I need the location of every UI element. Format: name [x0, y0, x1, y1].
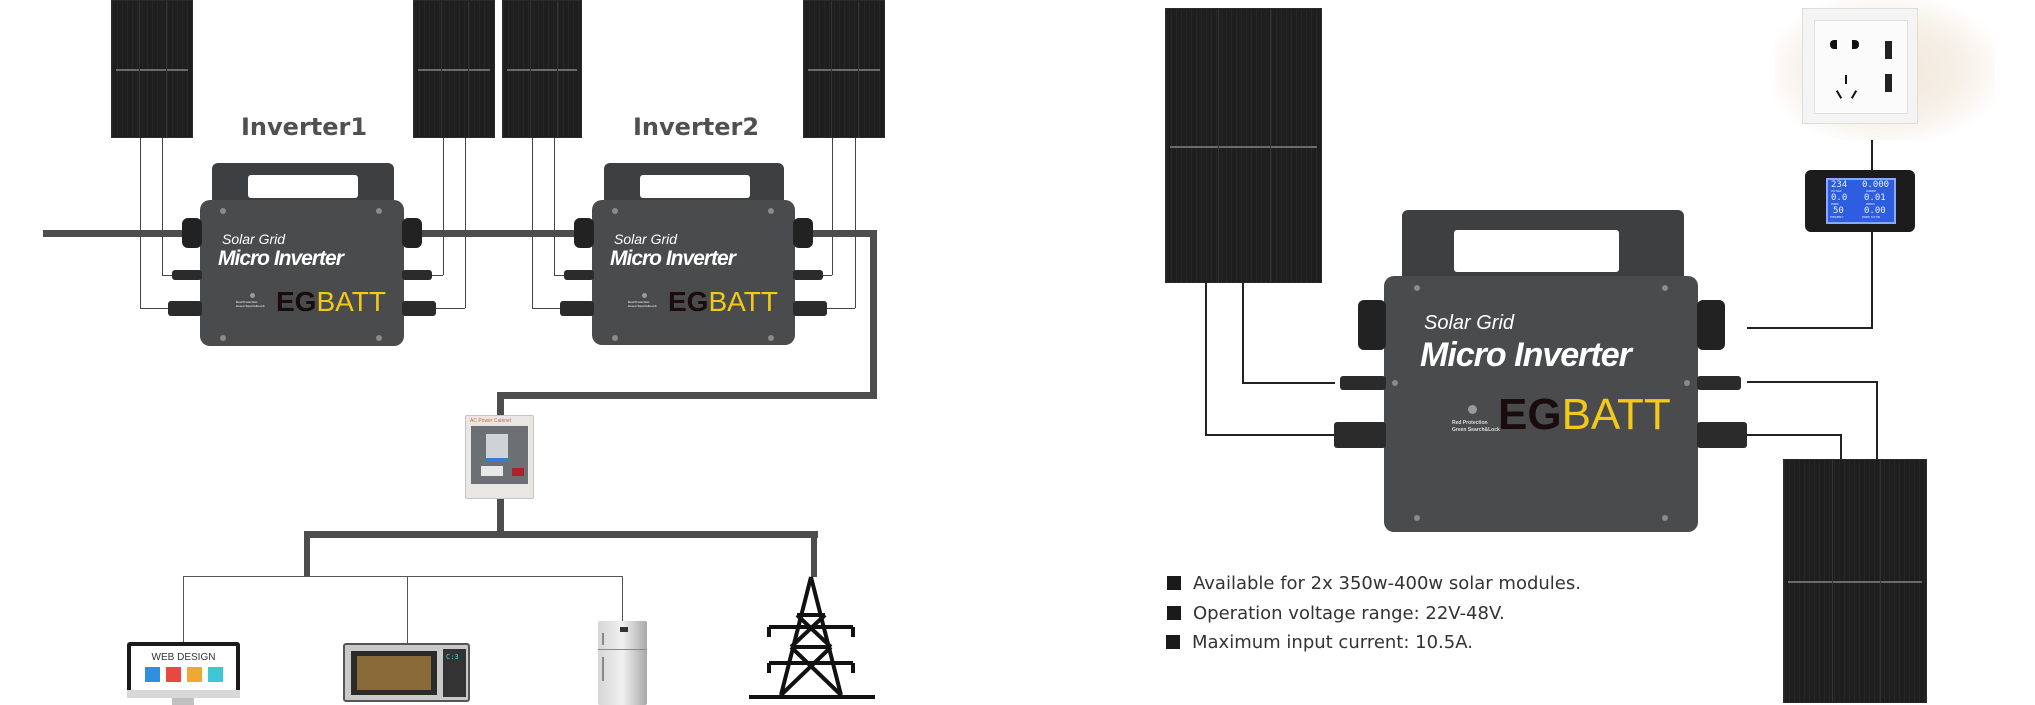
dc-connector	[560, 301, 594, 316]
solar-panel	[1165, 8, 1322, 283]
dc-wire	[1205, 283, 1207, 435]
load-wire	[622, 576, 623, 621]
cabinet-label: AC Power Cabinet	[470, 418, 512, 424]
dc-wire	[443, 138, 444, 275]
usb-port-icon	[1885, 74, 1892, 92]
dc-wire	[810, 308, 855, 309]
ac-bus-line	[497, 392, 877, 399]
dc-connector	[1334, 422, 1386, 448]
spec-item: Maximum input current: 10.5A.	[1166, 632, 1473, 653]
microwave-display: C:3	[446, 653, 459, 661]
ac-connector	[402, 218, 422, 248]
bullet-icon	[1166, 635, 1180, 649]
product-line: Solar Grid	[1424, 312, 1515, 334]
dc-wire	[1242, 382, 1335, 384]
load-wire	[407, 576, 408, 643]
dc-connector	[564, 270, 594, 280]
ac-bus-line	[870, 230, 877, 399]
screen-title: WEB DESIGN	[151, 652, 216, 663]
ac-bus-line	[497, 496, 504, 538]
load-wire	[183, 576, 623, 577]
solar-panel	[803, 0, 885, 138]
ac-connector	[1697, 300, 1725, 350]
ac-connector	[793, 218, 813, 248]
inverter1-label: Inverter1	[241, 113, 368, 141]
ac-wire	[1871, 110, 1873, 170]
dc-connector	[793, 270, 823, 280]
dc-connector	[1340, 376, 1386, 390]
ac-connector	[574, 218, 594, 248]
dc-wire	[532, 138, 533, 308]
dc-wire	[554, 138, 555, 275]
bullet-icon	[1167, 576, 1181, 590]
spec-item: Available for 2x 350w-400w solar modules…	[1167, 573, 1581, 594]
dc-wire	[1747, 434, 1841, 436]
dc-wire	[465, 138, 466, 308]
power-meter: 234 VOLTAGE 0.000 CURRENT 0.0 POWER 0.01…	[1805, 170, 1915, 232]
solar-panel	[413, 0, 495, 138]
dc-connector	[168, 301, 202, 316]
ac-bus-line	[811, 531, 817, 577]
computer-monitor: WEB DESIGN	[127, 642, 240, 705]
ac-wire	[1747, 327, 1872, 329]
micro-inverter-1: Solar Grid Micro Inverter Red Protection…	[200, 163, 404, 346]
product-name: Micro Inverter	[1420, 336, 1632, 374]
ac-bus-line	[304, 531, 818, 538]
brand-logo: EGBATT	[668, 286, 778, 317]
dc-wire	[832, 138, 833, 275]
refrigerator	[598, 621, 647, 705]
microwave: C:3	[343, 643, 470, 702]
ac-connector	[1358, 300, 1386, 350]
usb-port-icon	[1885, 41, 1892, 59]
micro-inverter: Solar Grid Micro Inverter Red Protection…	[1384, 210, 1698, 532]
ac-bus-line	[497, 392, 504, 417]
dc-wire	[1747, 381, 1877, 383]
status-led-icon	[642, 293, 647, 298]
power-grid-tower-icon	[749, 576, 875, 699]
meter-display: 234 VOLTAGE 0.000 CURRENT 0.0 POWER 0.01…	[1826, 178, 1896, 224]
dc-wire	[162, 138, 163, 275]
solar-panel	[111, 0, 193, 138]
dc-connector	[1697, 376, 1741, 390]
dc-wire	[140, 308, 180, 309]
dc-wire	[1242, 283, 1244, 383]
solar-panel	[502, 0, 582, 138]
ac-bus-line	[304, 531, 310, 577]
dc-connector	[1697, 422, 1747, 448]
status-led-icon	[250, 293, 255, 298]
inverter2-label: Inverter2	[633, 113, 760, 141]
product-line: Solar Grid	[222, 231, 286, 247]
product-name: Micro Inverter	[218, 247, 344, 270]
product-name: Micro Inverter	[610, 247, 736, 270]
wall-socket	[1775, 0, 1995, 140]
spec-item: Operation voltage range: 22V-48V.	[1167, 603, 1505, 624]
bullet-icon	[1167, 606, 1181, 620]
brand-logo: EGBATT	[276, 286, 386, 317]
dc-wire	[1205, 434, 1335, 436]
dc-connector	[402, 270, 432, 280]
dc-wire	[1840, 434, 1842, 460]
dc-wire	[855, 138, 856, 308]
ac-power-cabinet: AC Power Cabinet	[465, 415, 534, 499]
dc-wire	[532, 308, 572, 309]
load-wire	[183, 576, 184, 642]
micro-inverter-2: Solar Grid Micro Inverter Red Protection…	[592, 163, 795, 345]
brand-logo: EGBATT	[1498, 390, 1671, 439]
dc-connector	[402, 301, 436, 316]
solar-panel	[1783, 459, 1927, 703]
ac-wire	[1871, 232, 1873, 329]
product-line: Solar Grid	[614, 231, 678, 247]
dc-wire	[420, 308, 465, 309]
dc-wire	[140, 138, 141, 308]
ac-bus-line	[43, 230, 877, 237]
dc-connector	[793, 301, 827, 316]
dc-connector	[172, 270, 202, 280]
ac-connector	[182, 218, 202, 248]
dc-wire	[1876, 381, 1878, 460]
status-led-icon	[1468, 405, 1477, 414]
